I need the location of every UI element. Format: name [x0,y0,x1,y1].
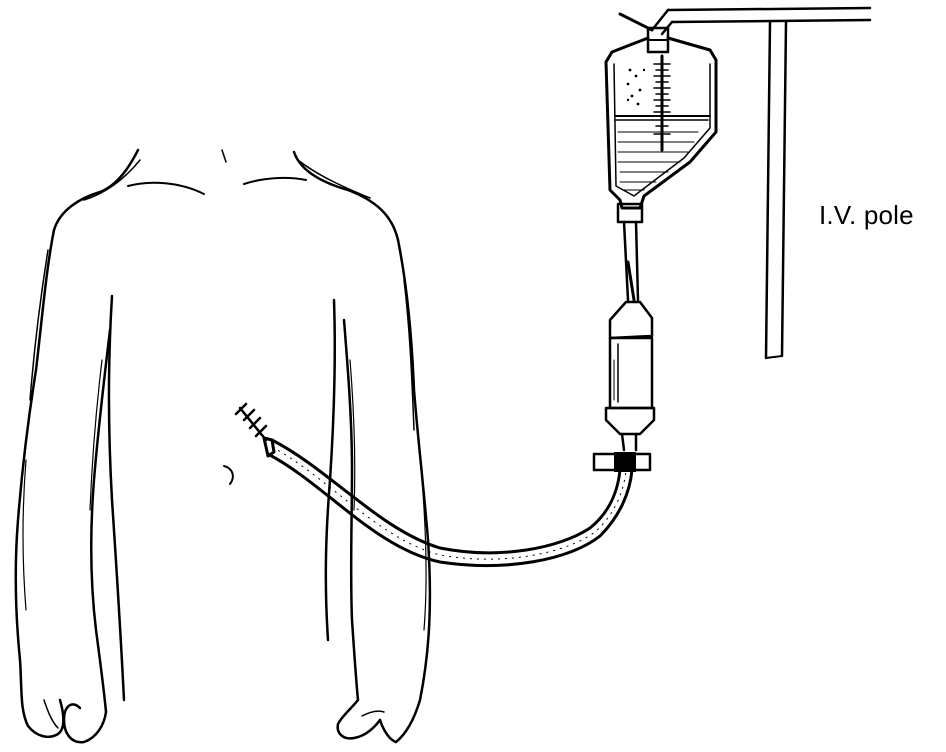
insertion-sutures [236,404,266,440]
upper-tubing [624,222,638,300]
drip-chamber [606,302,654,450]
iv-pole-label: I.V. pole [819,200,914,231]
drainage-tube [264,438,632,566]
iv-pole [620,8,870,358]
tube-clamp [594,452,650,472]
fluid-container [606,28,716,222]
patient-torso [16,150,430,742]
